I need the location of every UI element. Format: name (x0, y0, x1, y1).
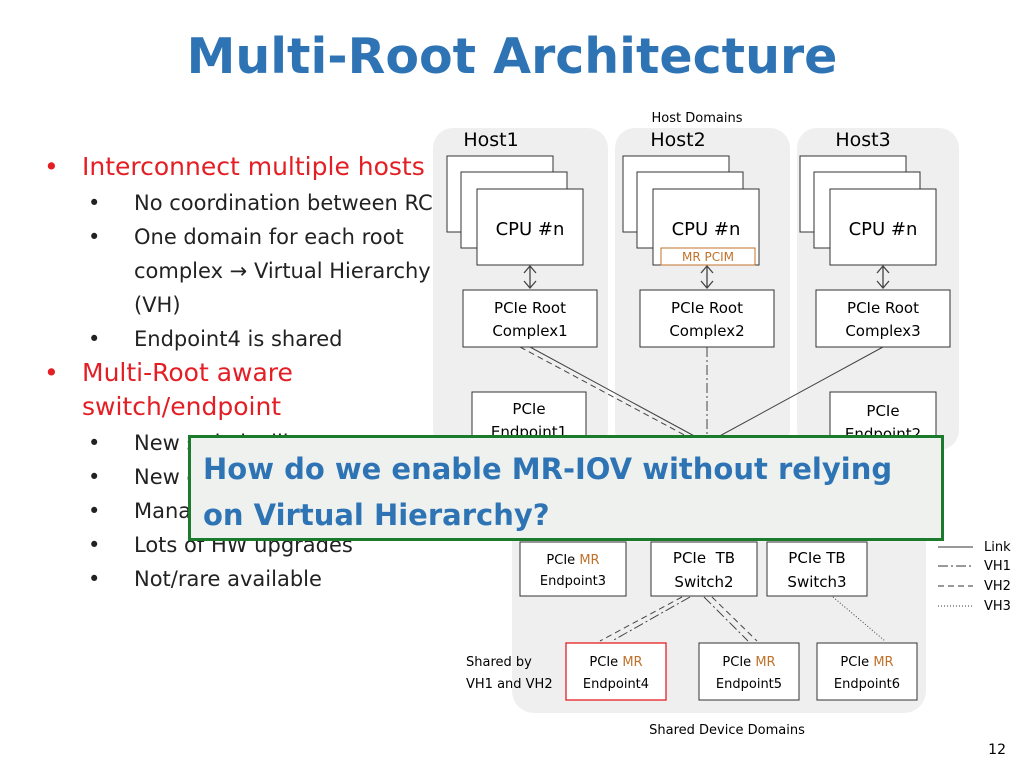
host1-cpu-label: CPU #n (496, 219, 565, 240)
mr-endpoint4-line2: Endpoint4 (583, 677, 649, 692)
sub-bullet-one-domain: One domain for each root complex → Virtu… (88, 220, 454, 322)
endpoint2-line1: PCIe (866, 402, 899, 420)
shared-by-line2: VH1 and VH2 (466, 677, 553, 692)
endpoint3-line1: PCIe MR (546, 553, 599, 568)
slide-title: Multi-Root Architecture (186, 28, 838, 85)
sub-bullet-availability: Not/rare available (88, 562, 454, 596)
root-complex2-line1: PCIe Root (671, 299, 743, 317)
host1-cpu-box (476, 188, 584, 266)
tb-switch3-box (766, 541, 868, 597)
mr-endpoint4-line1: PCIe MR (589, 655, 642, 670)
tb-switch2-line2: Switch2 (674, 573, 733, 591)
host3-cpu-rc-arrow (876, 265, 890, 289)
root-complex2-box (639, 289, 775, 348)
legend: Link VH1 VH2 VH3 (938, 540, 1011, 614)
rc3-link (715, 346, 884, 439)
shared-domains-label: Shared Device Domains (649, 723, 805, 738)
root-complex1-box (462, 289, 598, 348)
sub-bullet-no-coordination: No coordination between RCs (88, 186, 454, 220)
mr-endpoint6-line2: Endpoint6 (834, 677, 900, 692)
endpoint3-box (519, 541, 627, 597)
mr-endpoint4-box (565, 642, 667, 701)
legend-vh1-label: VH1 (984, 559, 1011, 574)
switch2-to-ep4-link (611, 596, 691, 642)
host1-label: Host1 (463, 129, 518, 151)
legend-vh2-label: VH2 (984, 579, 1011, 594)
root-complex1-line1: PCIe Root (494, 299, 566, 317)
root-complex2-line2: Complex2 (669, 322, 744, 340)
mr-endpoint5-line1: PCIe MR (722, 655, 775, 670)
rc1-link (529, 346, 699, 439)
root-complex3-line2: Complex3 (845, 322, 920, 340)
question-callout: How do we enable MR-IOV without relying … (188, 435, 944, 541)
legend-vh3-label: VH3 (984, 599, 1011, 614)
host3-label: Host3 (835, 129, 890, 151)
tb-switch3-line1: PCIe TB (788, 549, 845, 567)
callout-line1: How do we enable MR-IOV without relying (203, 452, 893, 486)
tb-switch3-line2: Switch3 (787, 573, 846, 591)
host-domains-label: Host Domains (652, 111, 743, 126)
endpoint3-line2: Endpoint3 (540, 574, 606, 589)
tb-switch2-line1: PCIe TB (673, 549, 735, 567)
host3-cpu-label: CPU #n (849, 219, 918, 240)
bullet-multi-root-aware: Multi-Root aware switch/endpoint (44, 356, 454, 424)
shared-by-line1: Shared by (466, 655, 532, 670)
switch2-to-ep4-vh2 (599, 596, 683, 642)
mr-pcim-label: MR PCIM (682, 250, 734, 264)
page-number: 12 (988, 742, 1006, 758)
host1-cpu-rc-arrow (523, 265, 537, 289)
host2-cpu-label: CPU #n (672, 219, 741, 240)
mr-pcim-box (660, 247, 756, 266)
tb-switch2-box (650, 541, 758, 597)
switch2-to-ep5-link (703, 596, 749, 642)
mr-endpoint6-box (816, 642, 918, 701)
callout-line2: on Virtual Hierarchy? (203, 498, 550, 532)
host2-label: Host2 (650, 129, 705, 151)
sub-bullet-endpoint4-shared: Endpoint4 is shared (88, 322, 454, 356)
bullet-interconnect: Interconnect multiple hosts (44, 150, 454, 184)
legend-link-label: Link (984, 540, 1011, 555)
endpoint2-box (829, 391, 937, 443)
endpoint1-box (471, 391, 587, 443)
mr-endpoint6-line1: PCIe MR (840, 655, 893, 670)
mr-endpoint5-box (698, 642, 800, 701)
switch2-to-ep5-vh2 (711, 596, 758, 642)
host2-cpu-rc-arrow (700, 265, 714, 289)
mr-endpoint5-line2: Endpoint5 (716, 677, 782, 692)
host3-cpu-box (829, 188, 937, 266)
rc1-vh2-path (519, 346, 691, 439)
root-complex1-line2: Complex1 (492, 322, 567, 340)
endpoint1-line1: PCIe (512, 400, 545, 418)
root-complex3-line1: PCIe Root (847, 299, 919, 317)
